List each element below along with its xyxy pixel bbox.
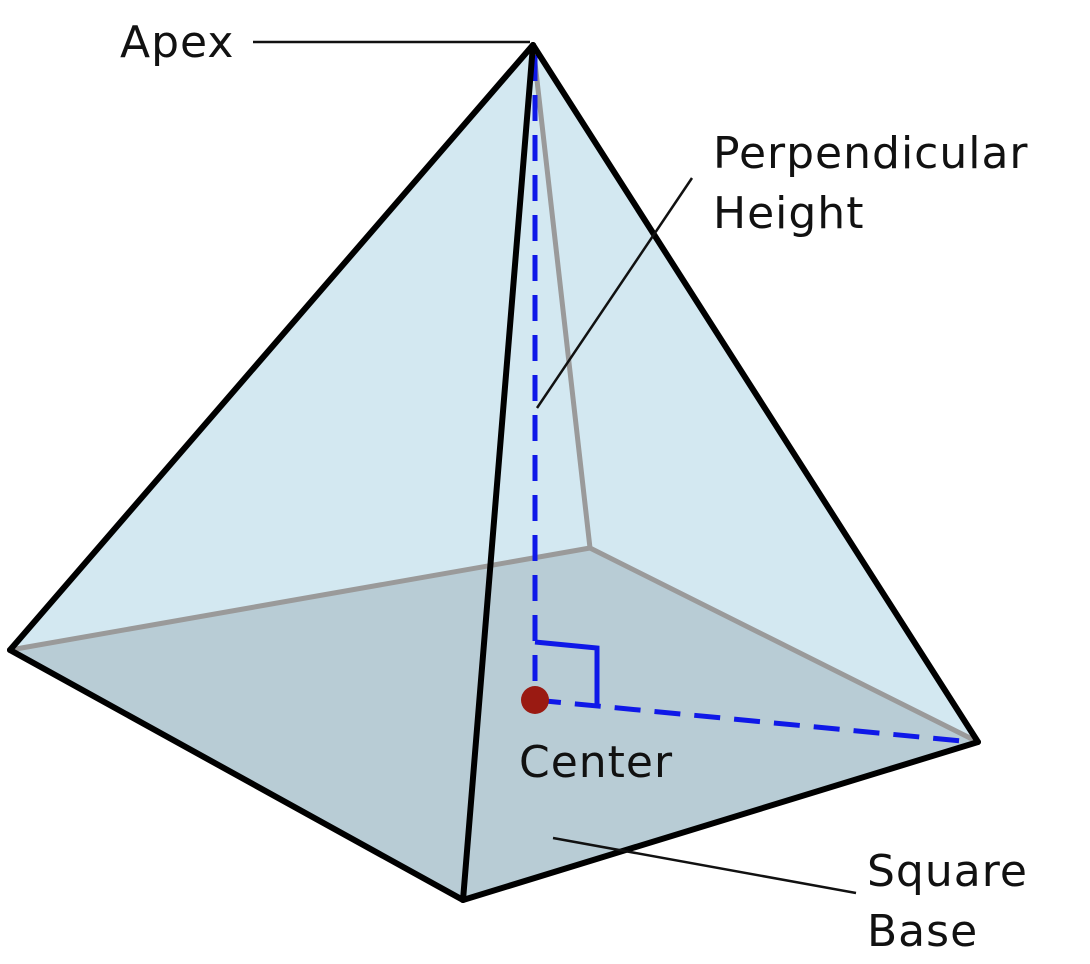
- base-leader-line: [552, 836, 857, 895]
- hidden-edge-apex-back: [530, 42, 593, 551]
- front-right-face: [463, 45, 978, 900]
- center-to-corner-line: [534, 697, 973, 745]
- edge-base-front-right: [460, 739, 981, 903]
- visible-edges: [7, 42, 981, 903]
- height-leader-line: [535, 177, 694, 409]
- square-base-label-line2: Base: [867, 906, 978, 957]
- perpendicular-height-label-line2: Height: [713, 188, 864, 239]
- square-base-label-line1: Square: [867, 846, 1028, 897]
- center-label: Center: [519, 737, 673, 788]
- perpendicular-height-label-line1: Perpendicular: [713, 128, 1029, 179]
- edge-apex-right: [530, 42, 981, 745]
- front-left-face: [10, 45, 533, 900]
- edge-apex-front: [460, 42, 536, 903]
- edge-apex-left: [7, 42, 536, 653]
- right-angle-marker: [534, 639, 600, 706]
- apex-label: Apex: [120, 17, 234, 68]
- height-construction: [532, 55, 973, 745]
- leader-lines: [253, 40, 857, 895]
- back-left-face: [10, 45, 590, 650]
- edge-base-front-left: [7, 647, 466, 903]
- center-dot: [521, 686, 549, 714]
- hidden-edge-back-right: [587, 545, 981, 745]
- square-base-face: [10, 548, 978, 900]
